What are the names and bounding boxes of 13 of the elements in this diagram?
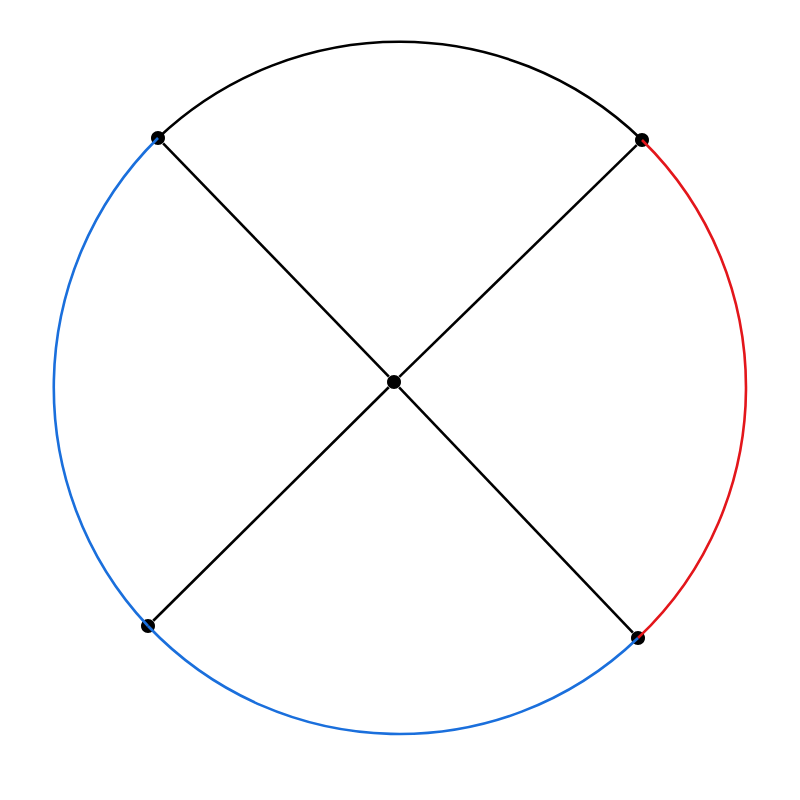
line [398,386,634,634]
point [635,133,649,147]
arc [147,625,639,736]
line [152,386,390,622]
point [631,631,645,645]
arc [157,40,643,141]
arc [637,139,748,639]
line [162,142,390,378]
arc [52,137,159,627]
line [398,144,638,378]
point [141,619,155,633]
point [151,131,165,145]
point [387,375,401,389]
